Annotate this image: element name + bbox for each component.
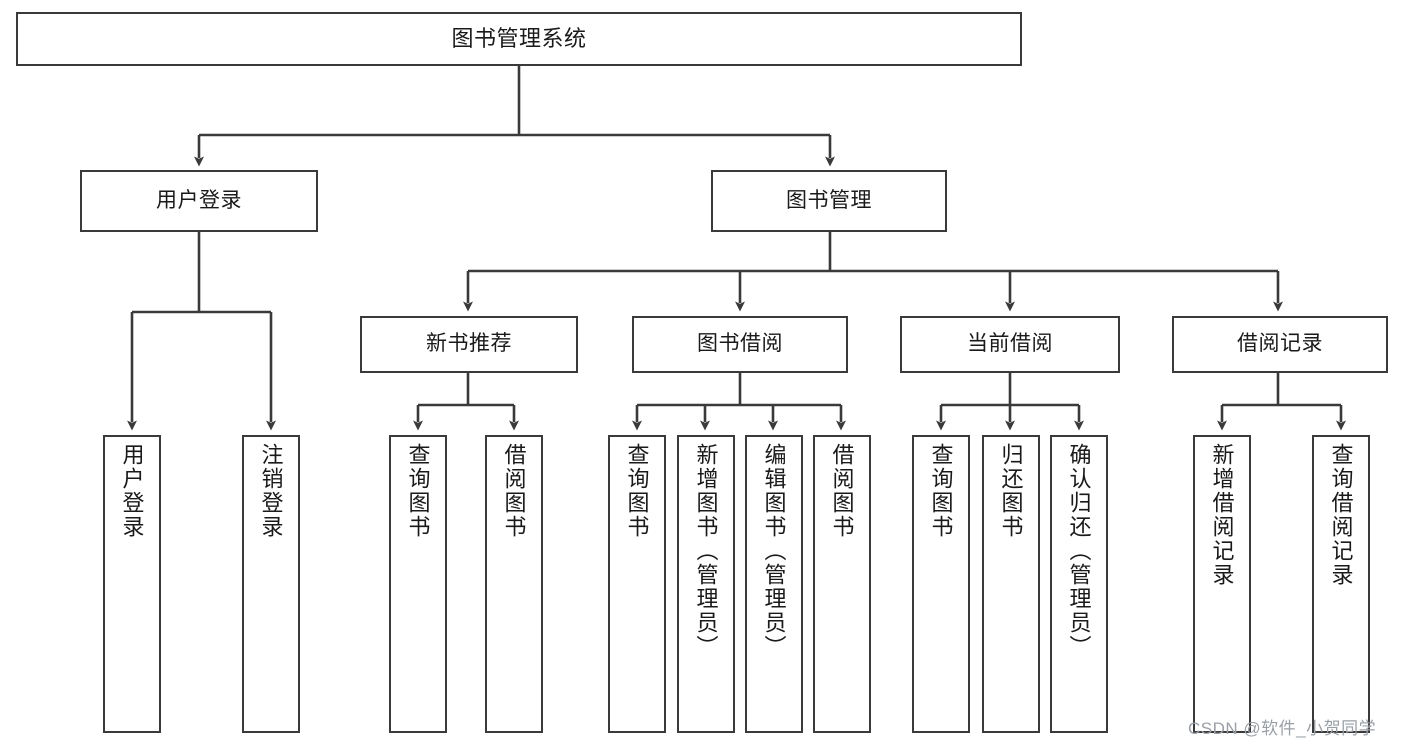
node-new-book-recommend[interactable]: 新书推荐 [360, 316, 578, 373]
node-label: 新书推荐 [426, 332, 512, 356]
node-label: 查询图书 [928, 443, 954, 539]
node-root-system[interactable]: 图书管理系统 [16, 12, 1022, 66]
leaf-current-return-book[interactable]: 归还图书 [982, 435, 1040, 733]
node-borrow-record[interactable]: 借阅记录 [1172, 316, 1388, 373]
node-book-management[interactable]: 图书管理 [711, 170, 947, 232]
node-label: 用户登录 [156, 188, 242, 212]
node-label: 借阅图书 [501, 443, 527, 539]
node-label: 新增借阅记录 [1209, 443, 1235, 587]
node-book-borrow[interactable]: 图书借阅 [632, 316, 848, 373]
leaf-borrow-edit-book[interactable]: 编辑图书（管理员） [745, 435, 803, 733]
node-label: 图书借阅 [697, 332, 783, 356]
leaf-record-add[interactable]: 新增借阅记录 [1193, 435, 1251, 733]
node-label: 用户登录 [119, 443, 145, 539]
node-label: 新增图书（管理员） [693, 443, 719, 659]
leaf-user-logout[interactable]: 注销登录 [242, 435, 300, 733]
node-label: 查询借阅记录 [1328, 443, 1354, 587]
node-label: 借阅记录 [1237, 332, 1323, 356]
node-label: 查询图书 [405, 443, 431, 539]
node-current-borrow[interactable]: 当前借阅 [900, 316, 1120, 373]
node-label: 查询图书 [624, 443, 650, 539]
node-label: 编辑图书（管理员） [761, 443, 787, 659]
node-label: 图书管理 [786, 188, 872, 212]
node-label: 归还图书 [998, 443, 1024, 539]
leaf-borrow-borrow-book[interactable]: 借阅图书 [813, 435, 871, 733]
node-label: 注销登录 [258, 443, 284, 539]
leaf-borrow-add-book[interactable]: 新增图书（管理员） [677, 435, 735, 733]
leaf-recommend-query-book[interactable]: 查询图书 [389, 435, 447, 733]
leaf-current-confirm-return[interactable]: 确认归还（管理员） [1050, 435, 1108, 733]
node-label: 当前借阅 [967, 332, 1053, 356]
leaf-record-query[interactable]: 查询借阅记录 [1312, 435, 1370, 733]
node-label: 图书管理系统 [451, 26, 587, 52]
node-user-login[interactable]: 用户登录 [80, 170, 318, 232]
leaf-borrow-query-book[interactable]: 查询图书 [608, 435, 666, 733]
node-label: 借阅图书 [829, 443, 855, 539]
watermark: CSDN @软件_小贺同学 [1188, 719, 1377, 738]
leaf-recommend-borrow-book[interactable]: 借阅图书 [485, 435, 543, 733]
node-label: 确认归还（管理员） [1066, 443, 1092, 659]
leaf-user-login[interactable]: 用户登录 [103, 435, 161, 733]
leaf-current-query-book[interactable]: 查询图书 [912, 435, 970, 733]
